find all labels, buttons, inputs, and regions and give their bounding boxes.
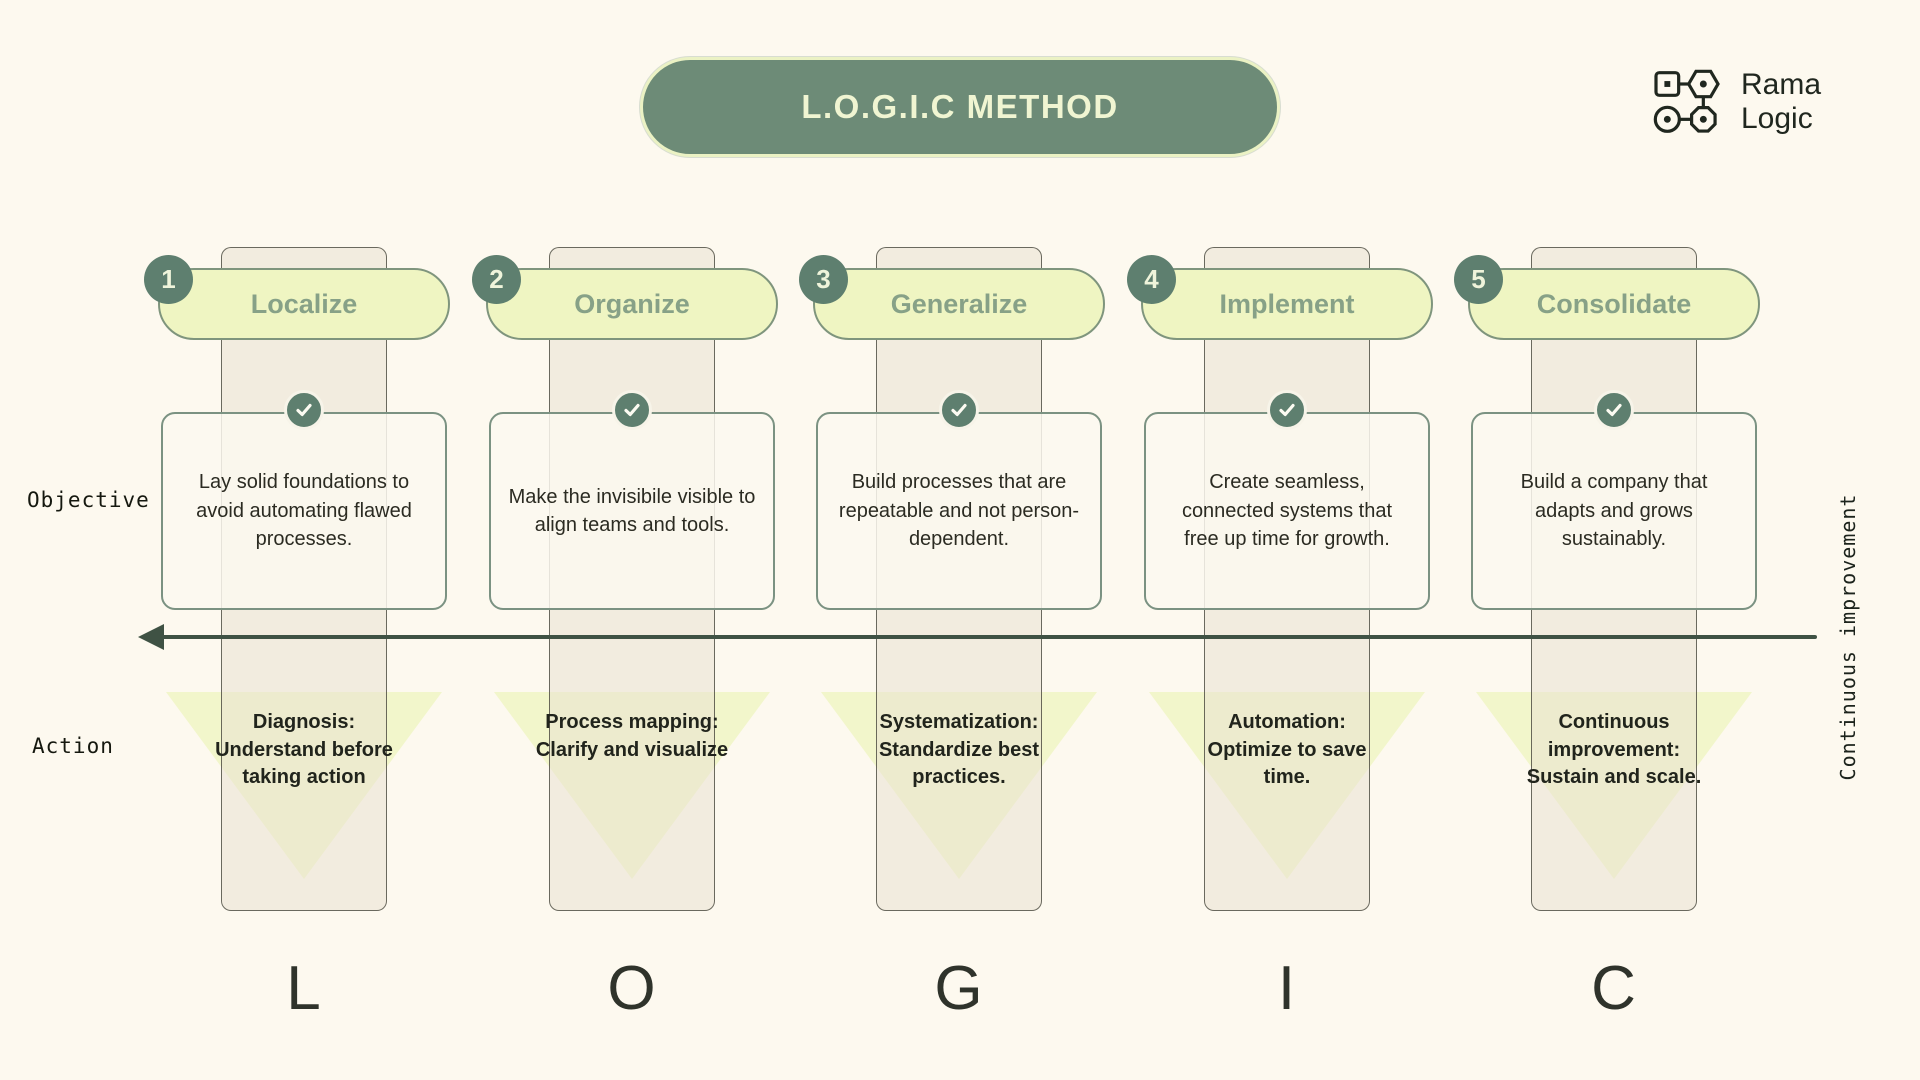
step-title: Consolidate bbox=[1536, 288, 1692, 319]
objective-text: Make the invisibile visible to align tea… bbox=[508, 485, 756, 536]
logo-word-line2: Logic bbox=[1741, 102, 1813, 135]
objective-card: Make the invisibile visible to align tea… bbox=[489, 412, 775, 610]
step-title-pill: Organize bbox=[486, 268, 778, 340]
step-number: 3 bbox=[816, 264, 831, 294]
objective-card: Build processes that are repeatable and … bbox=[816, 412, 1102, 610]
check-icon bbox=[939, 390, 979, 430]
step-letter: L bbox=[286, 954, 322, 1023]
objective-text: Create seamless, connected systems that … bbox=[1181, 471, 1393, 551]
action-text: Process mapping: Clarify and visualize bbox=[535, 711, 729, 761]
page-title: L.O.G.I.C METHOD bbox=[801, 88, 1119, 125]
step-number-badge: 1 bbox=[144, 255, 193, 304]
step-number: 4 bbox=[1144, 264, 1159, 294]
check-icon bbox=[612, 390, 652, 430]
action-text: Continuous improvement: Sustain and scal… bbox=[1526, 711, 1702, 789]
method-column: Implement 4 Create seamless, connected s… bbox=[1127, 247, 1433, 1047]
step-number-badge: 2 bbox=[472, 255, 521, 304]
logo-word-line1: Rama bbox=[1741, 68, 1822, 102]
method-column: Localize 1 Lay solid foundations to avoi… bbox=[144, 247, 450, 1047]
objective-card: Lay solid foundations to avoid automatin… bbox=[161, 412, 447, 610]
check-icon bbox=[1594, 390, 1634, 430]
step-letter: I bbox=[1277, 954, 1297, 1023]
method-column: Consolidate 5 Build a company that adapt… bbox=[1454, 247, 1760, 1047]
objective-card: Build a company that adapts and grows su… bbox=[1471, 412, 1757, 610]
action-row-label: Action bbox=[32, 734, 114, 758]
step-letter: G bbox=[934, 954, 984, 1023]
continuous-improvement-label: Continuous improvement bbox=[1836, 493, 1860, 781]
check-icon bbox=[1267, 390, 1307, 430]
method-column: Organize 2 Make the invisibile visible t… bbox=[472, 247, 778, 1047]
step-number-badge: 5 bbox=[1454, 255, 1503, 304]
objective-card: Create seamless, connected systems that … bbox=[1144, 412, 1430, 610]
step-title-pill: Consolidate bbox=[1468, 268, 1760, 340]
step-title: Localize bbox=[250, 288, 358, 319]
arrow-head-icon bbox=[138, 624, 164, 650]
objective-text: Lay solid foundations to avoid automatin… bbox=[196, 471, 412, 551]
logo-wordmark: Rama Logic bbox=[1741, 68, 1821, 136]
action-text: Systematization: Standardize best practi… bbox=[878, 711, 1040, 789]
objective-text: Build a company that adapts and grows su… bbox=[1520, 471, 1708, 551]
objective-row-label: Objective bbox=[27, 488, 150, 512]
step-number: 1 bbox=[161, 264, 176, 294]
step-title-pill: Implement bbox=[1141, 268, 1433, 340]
step-number: 5 bbox=[1471, 264, 1486, 294]
title-banner: L.O.G.I.C METHOD bbox=[640, 57, 1280, 157]
step-number-badge: 4 bbox=[1127, 255, 1176, 304]
method-column: Generalize 3 Build processes that are re… bbox=[799, 247, 1105, 1047]
timeline-arrow bbox=[158, 635, 1817, 639]
rama-logic-logo: Rama Logic bbox=[1652, 62, 1821, 142]
step-title: Generalize bbox=[890, 288, 1028, 319]
step-number: 2 bbox=[489, 264, 504, 294]
step-title-pill: Generalize bbox=[813, 268, 1105, 340]
step-letter: O bbox=[607, 954, 657, 1023]
action-text: Automation: Optimize to save time. bbox=[1207, 711, 1367, 789]
objective-text: Build processes that are repeatable and … bbox=[838, 471, 1080, 551]
step-title: Implement bbox=[1219, 288, 1355, 319]
check-icon bbox=[284, 390, 324, 430]
logo-mark-icon bbox=[1652, 62, 1732, 142]
step-letter: C bbox=[1591, 954, 1637, 1023]
step-number-badge: 3 bbox=[799, 255, 848, 304]
step-title-pill: Localize bbox=[158, 268, 450, 340]
action-text: Diagnosis: Understand before taking acti… bbox=[215, 711, 393, 789]
step-title: Organize bbox=[574, 288, 690, 319]
